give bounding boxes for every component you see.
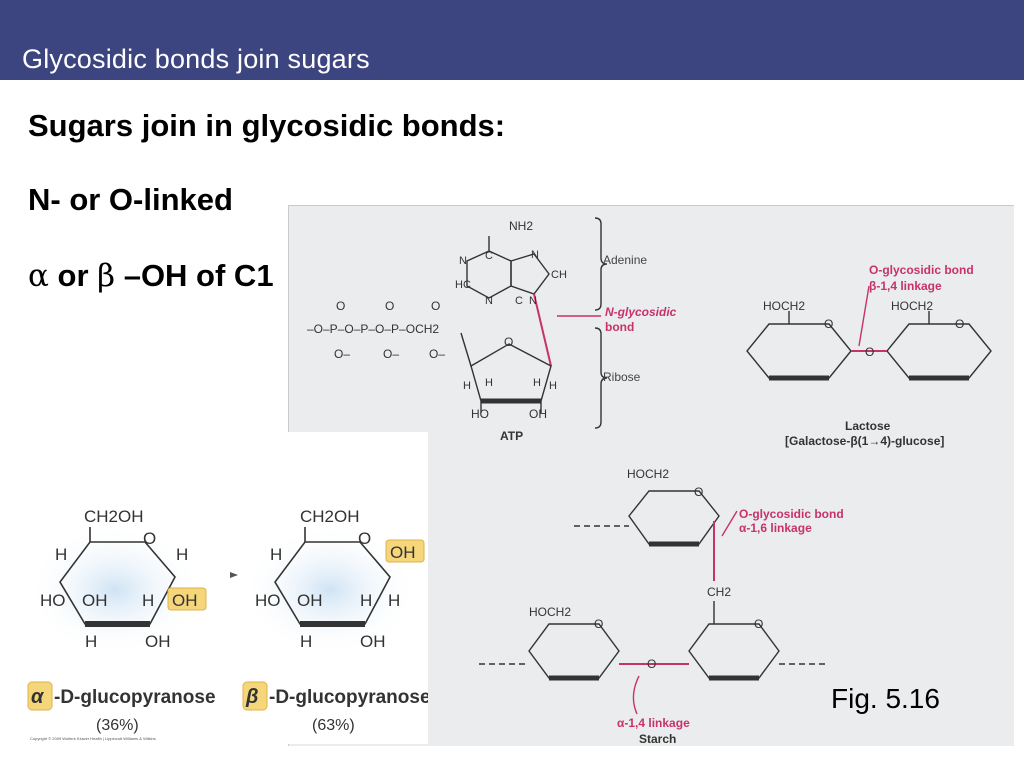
- svg-text:H: H: [388, 591, 400, 610]
- svg-text:H: H: [176, 545, 188, 564]
- starch-name: Starch: [639, 732, 676, 746]
- n-bond-label-2: bond: [605, 320, 634, 334]
- svg-text:O: O: [431, 299, 440, 313]
- svg-text:OH: OH: [390, 543, 416, 562]
- beta-name: -D-glucopyranose: [269, 687, 428, 708]
- figure-diagram: NH2 C N HC N C N CH N O H H H H HO OH AT…: [307, 217, 992, 746]
- beta-ch2oh: CH2OH: [300, 507, 360, 526]
- bullet-sugars-join: Sugars join in glycosidic bonds:: [28, 108, 506, 143]
- svg-text:H: H: [300, 632, 312, 651]
- atp-oh: OH: [529, 407, 547, 421]
- starch-linkage-14-label: α-1,4 linkage: [617, 716, 690, 730]
- svg-text:O: O: [143, 529, 156, 548]
- alpha-symbol: α: [28, 258, 49, 294]
- phosphate-chain: –O–P–O–P–O–P–OCH2 O O O O– O– O–: [307, 299, 445, 361]
- svg-text:HOCH2: HOCH2: [529, 605, 571, 619]
- svg-text:OH: OH: [82, 591, 108, 610]
- lactose-formula: [Galactose-β(1→4)-glucose]: [785, 434, 944, 448]
- ribose-label: Ribose: [603, 370, 641, 384]
- svg-text:O: O: [694, 485, 703, 499]
- alpha-glucose-ring: [59, 527, 176, 627]
- n-bond-label: N-glycosidic: [605, 305, 677, 319]
- starch-linkage-16-label: α-1,6 linkage: [739, 521, 812, 535]
- alpha-oh-highlight: [167, 587, 207, 611]
- bullet-alpha-beta: α or β –OH of C1: [28, 258, 274, 294]
- starch-bond-label: O-glycosidic bond: [739, 507, 844, 521]
- copyright: Copyright © 2009 Wolters Kluwer Health |…: [30, 736, 156, 741]
- alpha-symbol-label: α: [31, 686, 45, 708]
- svg-text:H: H: [463, 380, 471, 392]
- svg-text:O: O: [358, 529, 371, 548]
- svg-text:O: O: [385, 299, 394, 313]
- svg-text:H: H: [85, 632, 97, 651]
- slide-title: Glycosidic bonds join sugars: [22, 44, 370, 74]
- title-bar: Glycosidic bonds join sugars: [0, 0, 1024, 80]
- beta-pct: (63%): [312, 717, 355, 734]
- svg-text:H: H: [549, 380, 557, 392]
- bullet-n-o-linked: N- or O-linked: [28, 182, 233, 217]
- svg-text:O: O: [754, 617, 763, 631]
- svg-text:HO: HO: [255, 591, 281, 610]
- svg-text:N: N: [531, 249, 539, 261]
- svg-text:H: H: [55, 545, 67, 564]
- svg-text:CH: CH: [551, 269, 567, 281]
- beta-symbol: β: [97, 258, 116, 294]
- svg-text:H: H: [142, 591, 154, 610]
- svg-text:H: H: [270, 545, 282, 564]
- svg-text:H: H: [360, 591, 372, 610]
- adenine-label: Adenine: [603, 253, 647, 267]
- svg-text:HOCH2: HOCH2: [627, 467, 669, 481]
- starch-structure: [479, 490, 829, 715]
- svg-text:–O–P–O–P–O–P–OCH2: –O–P–O–P–O–P–OCH2: [307, 322, 439, 336]
- alpha-ch2oh: CH2OH: [84, 507, 144, 526]
- svg-text:O: O: [824, 317, 833, 331]
- svg-text:OH: OH: [172, 591, 198, 610]
- svg-text:HC: HC: [455, 279, 471, 291]
- atp-structure: [460, 217, 608, 429]
- svg-text:C: C: [515, 295, 523, 307]
- beta-symbol-label: β: [245, 686, 258, 708]
- alpha-pct: (36%): [96, 717, 139, 734]
- svg-text:O–: O–: [334, 347, 350, 361]
- svg-text:HOCH2: HOCH2: [763, 299, 805, 313]
- svg-text:O: O: [594, 617, 603, 631]
- svg-text:N: N: [459, 255, 467, 267]
- svg-text:N: N: [529, 295, 537, 307]
- lactose-linkage-label: β-1,4 linkage: [869, 279, 942, 293]
- svg-text:HOCH2: HOCH2: [891, 299, 933, 313]
- svg-text:O–: O–: [429, 347, 445, 361]
- svg-text:O: O: [336, 299, 345, 313]
- atp-nh2: NH2: [509, 219, 533, 233]
- svg-text:H: H: [533, 377, 541, 389]
- glucose-diagram: CH2OH O OH HO OH H H OH H H CH2OH O OH H…: [27, 507, 431, 741]
- lactose-structure: [746, 285, 992, 381]
- beta-oh-highlight: [385, 539, 425, 563]
- figure-label: Fig. 5.16: [831, 683, 940, 714]
- svg-text:OH: OH: [360, 632, 386, 651]
- svg-text:C: C: [485, 250, 493, 262]
- svg-text:H: H: [485, 377, 493, 389]
- svg-text:HO: HO: [40, 591, 66, 610]
- atp-ho: HO: [471, 407, 489, 421]
- svg-text:O–: O–: [383, 347, 399, 361]
- svg-text:O: O: [647, 657, 656, 671]
- lactose-bond-label: O-glycosidic bond: [869, 263, 974, 277]
- atp-name: ATP: [500, 429, 523, 443]
- svg-text:O: O: [504, 335, 513, 349]
- glucose-panel: CH2OH O OH HO OH H H OH H H CH2OH O OH H…: [0, 432, 431, 744]
- lactose-name: Lactose: [845, 419, 891, 433]
- svg-text:O: O: [865, 345, 874, 359]
- svg-text:OH: OH: [297, 591, 323, 610]
- svg-text:N: N: [485, 295, 493, 307]
- alpha-name: -D-glucopyranose: [54, 687, 216, 708]
- starch-ch2: CH2: [707, 585, 731, 599]
- beta-glucose-ring: [274, 527, 391, 627]
- svg-text:OH: OH: [145, 632, 171, 651]
- svg-text:O: O: [955, 317, 964, 331]
